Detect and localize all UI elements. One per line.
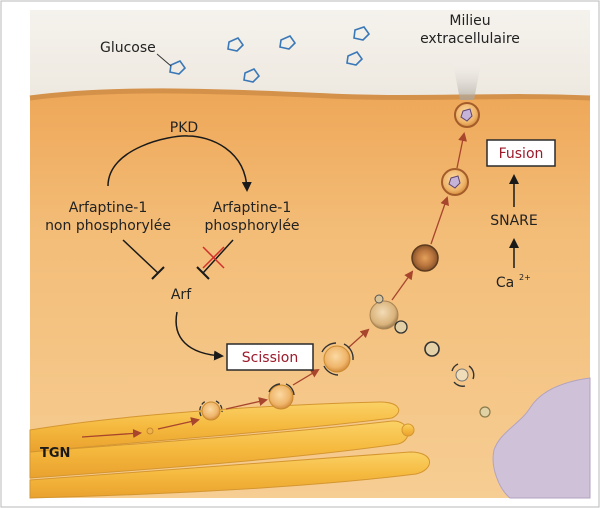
calcium-superscript: 2+ bbox=[519, 273, 531, 282]
fusion-box bbox=[486, 139, 556, 167]
arfaptine-p-line2: phosphorylée bbox=[204, 218, 299, 234]
recycling-vesicle-2 bbox=[451, 363, 475, 387]
vesicle-mature bbox=[411, 244, 439, 272]
arfaptine-np-line2: non phosphorylée bbox=[45, 218, 171, 234]
glucose-molecule bbox=[227, 37, 245, 52]
glucose-molecule bbox=[353, 26, 371, 41]
arf-to-scission-arrow bbox=[175, 311, 224, 361]
fusion-label: Fusion bbox=[499, 146, 544, 162]
milieu-label-line1: Milieu bbox=[449, 13, 490, 29]
release-plume bbox=[452, 58, 482, 100]
vesicle-dense-core-1 bbox=[441, 168, 469, 196]
inhibition-bar-np bbox=[151, 266, 165, 280]
vesicle-arrow-4 bbox=[430, 196, 449, 245]
inhibition-line-np bbox=[122, 239, 159, 274]
glucose-molecules bbox=[169, 26, 371, 83]
glucose-molecule bbox=[346, 51, 364, 66]
snare-label: SNARE bbox=[490, 213, 538, 229]
blocked-cross bbox=[202, 246, 225, 269]
vesicle-arrow-1 bbox=[292, 368, 320, 386]
glucose-molecule bbox=[169, 60, 187, 75]
tgn-arrow-1 bbox=[81, 428, 142, 438]
glucose-label: Glucose bbox=[100, 40, 156, 56]
pkd-phosphorylation-arrow bbox=[107, 135, 252, 192]
recycling-vesicle-3 bbox=[479, 406, 491, 418]
glucose-molecule bbox=[279, 35, 297, 50]
vesicle-coated-1 bbox=[321, 342, 354, 376]
plasma-membrane bbox=[29, 88, 591, 101]
vesicle-dense-core-2 bbox=[454, 102, 480, 128]
scission-box bbox=[226, 343, 314, 371]
tgn-arrow-3 bbox=[225, 397, 268, 410]
vesicle-arrow-2 bbox=[347, 328, 370, 349]
arf-label: Arf bbox=[171, 287, 192, 303]
glucose-molecule bbox=[243, 68, 261, 83]
vesicle-budding bbox=[369, 294, 408, 334]
tgn-arrow-2 bbox=[157, 417, 200, 430]
calcium-label: Ca bbox=[496, 275, 514, 291]
scission-label: Scission bbox=[242, 350, 298, 366]
recycling-vesicle-1 bbox=[424, 341, 440, 357]
glucose-leader-line bbox=[156, 53, 172, 67]
inhibition-line-p bbox=[202, 239, 234, 274]
inhibition-bar-p bbox=[196, 266, 210, 280]
arfaptine-np-line1: Arfaptine-1 bbox=[69, 200, 148, 216]
pkd-label: PKD bbox=[170, 120, 198, 136]
arfaptine-p-line1: Arfaptine-1 bbox=[213, 200, 292, 216]
nucleus bbox=[492, 377, 591, 499]
tgn-label: TGN bbox=[40, 446, 70, 461]
vesicle-arrow-5 bbox=[456, 132, 467, 169]
tgn-stack bbox=[29, 383, 430, 499]
vesicle-arrow-3 bbox=[391, 270, 414, 301]
milieu-label-line2: extracellulaire bbox=[420, 31, 520, 47]
